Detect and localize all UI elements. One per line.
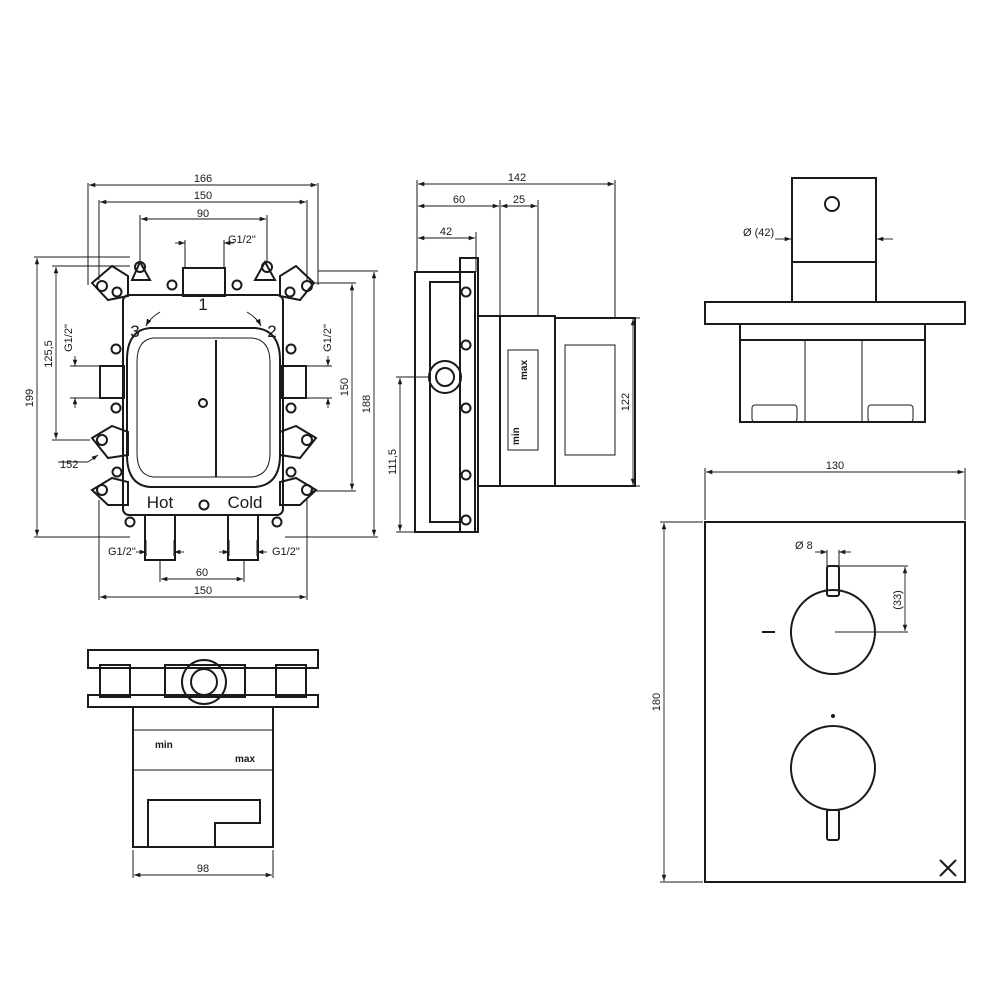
bottom-min: min [155, 740, 173, 751]
bottom-max: max [235, 754, 255, 765]
ear-bot-left [90, 476, 129, 506]
dim-g12-top: G1/2" [228, 234, 256, 246]
lower-knob-lever [826, 809, 840, 841]
ear-top-right [279, 264, 316, 302]
brand-logo [939, 859, 957, 877]
dim-98: 98 [197, 863, 209, 875]
left-port [99, 365, 125, 399]
side-max: max [519, 360, 530, 380]
handle-plate-base [739, 323, 926, 341]
dim-phi-42: Ø (42) [743, 227, 774, 239]
port-1-label: 1 [198, 295, 207, 314]
central-opening [126, 327, 281, 488]
bottom-view: min max 98 [87, 649, 319, 878]
dim-phi-8: Ø 8 [795, 540, 813, 552]
dim-60-side: 60 [453, 194, 465, 206]
dim-g12-bot-left: G1/2" [108, 546, 136, 558]
handle-hole [824, 196, 840, 212]
side-cartridge-detail [564, 344, 616, 456]
handle-side-view: Ø (42) [704, 177, 966, 423]
dim-142: 142 [508, 172, 526, 184]
side-frame-inner [429, 281, 461, 523]
side-min: min [511, 427, 522, 445]
bottom-center-block [164, 664, 246, 698]
dim-g12-right: G1/2" [322, 324, 334, 352]
dim-130: 130 [826, 460, 844, 472]
cold-pipe [227, 514, 259, 561]
dim-166: 166 [194, 173, 212, 185]
side-label [507, 349, 539, 451]
cold-label: Cold [228, 493, 263, 512]
bottom-port-inner [190, 668, 218, 696]
port-2-label: 2 [267, 322, 276, 341]
bottom-body [132, 706, 274, 848]
handle-plate [704, 301, 966, 325]
dim-60-bot: 60 [196, 567, 208, 579]
dim-122: 122 [620, 393, 632, 411]
dim-152: 152 [60, 459, 78, 471]
side-port-outer [428, 360, 462, 394]
upper-knob-lever [826, 565, 840, 597]
dim-150-bot: 150 [194, 585, 212, 597]
indicator-dot [831, 714, 835, 718]
dim-25: 25 [513, 194, 525, 206]
dim-150-top: 150 [194, 190, 212, 202]
hot-pipe [144, 514, 176, 561]
bottom-top-plate [87, 649, 319, 669]
dim-125-5: 125,5 [43, 340, 55, 368]
dim-180: 180 [651, 693, 663, 711]
side-screws [460, 286, 472, 526]
dim-33: (33) [892, 590, 904, 610]
cover-plate [704, 521, 966, 883]
dim-42: 42 [440, 226, 452, 238]
side-port-inner [435, 367, 455, 387]
ear-bot-right [279, 476, 318, 506]
dim-g12-left: G1/2" [63, 324, 75, 352]
front-view: 1 3 2 Hot Cold 166 150 90 G1/2" 199 125,… [24, 173, 378, 600]
ear-mid-right [279, 424, 318, 460]
handle-body [739, 339, 926, 423]
ear-top-left [90, 264, 129, 302]
bottom-ear-right [275, 664, 307, 698]
bottom-ear-left [99, 664, 131, 698]
dim-199: 199 [24, 389, 36, 407]
dim-111-5: 111,5 [387, 449, 399, 475]
dim-188: 188 [361, 395, 373, 413]
hot-label: Hot [147, 493, 174, 512]
top-inlet [182, 267, 226, 297]
port-3-label: 3 [130, 322, 139, 341]
bottom-label-band [132, 729, 274, 771]
right-port [281, 365, 307, 399]
ear-mid-left [90, 424, 129, 460]
central-opening-inner [136, 337, 271, 478]
dim-150-right: 150 [339, 378, 351, 396]
center-point [198, 398, 208, 408]
bottom-notch [147, 799, 261, 848]
lower-knob [790, 725, 876, 811]
side-body-1 [477, 315, 501, 487]
cover-plate-view: 130 180 Ø 8 (33) [651, 460, 966, 883]
side-frame [414, 271, 476, 533]
dim-90: 90 [197, 208, 209, 220]
side-view: min max 142 60 25 42 122 111,5 [387, 172, 640, 533]
dim-g12-bot-right: G1/2" [272, 546, 300, 558]
bottom-port-outer [181, 659, 227, 705]
